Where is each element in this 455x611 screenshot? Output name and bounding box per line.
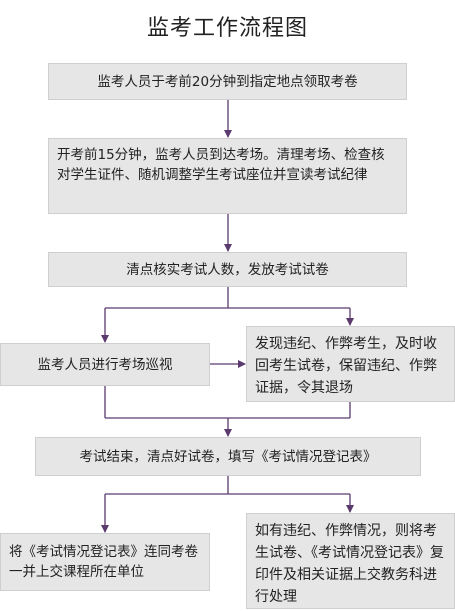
step-patrol: 监考人员进行考场巡视	[0, 343, 210, 386]
step-count-distribute: 清点核实考试人数，发放考试试卷	[48, 252, 407, 287]
step-violation: 发现违纪、作弊考生，及时收回考生试卷，保留违纪、作弊证据，令其退场	[246, 326, 455, 402]
step-submit: 将《考试情况登记表》连同考卷一并上交课程所在单位	[0, 533, 210, 591]
step-report: 如有违纪、作弊情况，则将考生试卷、《考试情况登记表》复印件及相关证据上交教务科进…	[246, 513, 455, 609]
step-preparation: 开考前15分钟，监考人员到达考场。清理考场、检查核对学生证件、随机调整学生考试座…	[48, 138, 407, 214]
step-finish: 考试结束，清点好试卷，填写《考试情况登记表》	[35, 437, 421, 476]
diagram-title: 监考工作流程图	[146, 16, 308, 41]
step-arrive: 监考人员于考前20分钟到指定地点领取考卷	[48, 63, 407, 100]
